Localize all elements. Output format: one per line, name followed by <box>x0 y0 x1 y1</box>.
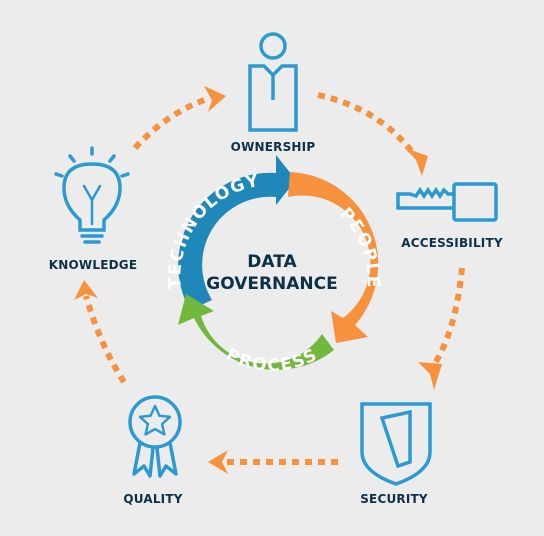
ring-segment-people <box>288 172 379 343</box>
label-security: SECURITY <box>360 492 428 506</box>
ring-segment-technology <box>178 155 296 310</box>
arrow-ownership-to-accessibility <box>317 92 415 154</box>
label-ownership: OWNERSHIP <box>230 140 316 154</box>
arrow-accessibility-to-security <box>429 267 465 370</box>
arrow-quality-to-knowledge <box>83 295 127 384</box>
label-knowledge: KNOWLEDGE <box>48 258 138 272</box>
ring-segment-process <box>178 294 334 370</box>
label-quality: QUALITY <box>123 492 183 506</box>
ring-label-process: PROCESS <box>223 345 321 376</box>
person-icon <box>248 32 298 132</box>
shield-icon <box>360 402 432 486</box>
arrow-heads <box>74 86 442 474</box>
label-accessibility: ACCESSIBILITY <box>401 236 503 250</box>
arrowhead-to-accessibility <box>405 148 428 176</box>
arrow-knowledge-to-ownership <box>132 95 211 151</box>
lightbulb-icon <box>54 146 130 244</box>
outer-cycle-arrows <box>83 92 465 465</box>
arrowhead-to-security <box>418 362 442 390</box>
center-title: DATA GOVERNANCE <box>206 251 338 295</box>
arrowhead-to-ownership <box>204 86 226 112</box>
center-title-line2: GOVERNANCE <box>206 274 338 294</box>
center-title-line1: DATA <box>247 252 297 272</box>
key-icon <box>396 182 498 222</box>
award-ribbon-icon <box>128 395 182 478</box>
arrowhead-to-knowledge <box>74 280 98 300</box>
arrowhead-to-quality <box>208 450 228 474</box>
